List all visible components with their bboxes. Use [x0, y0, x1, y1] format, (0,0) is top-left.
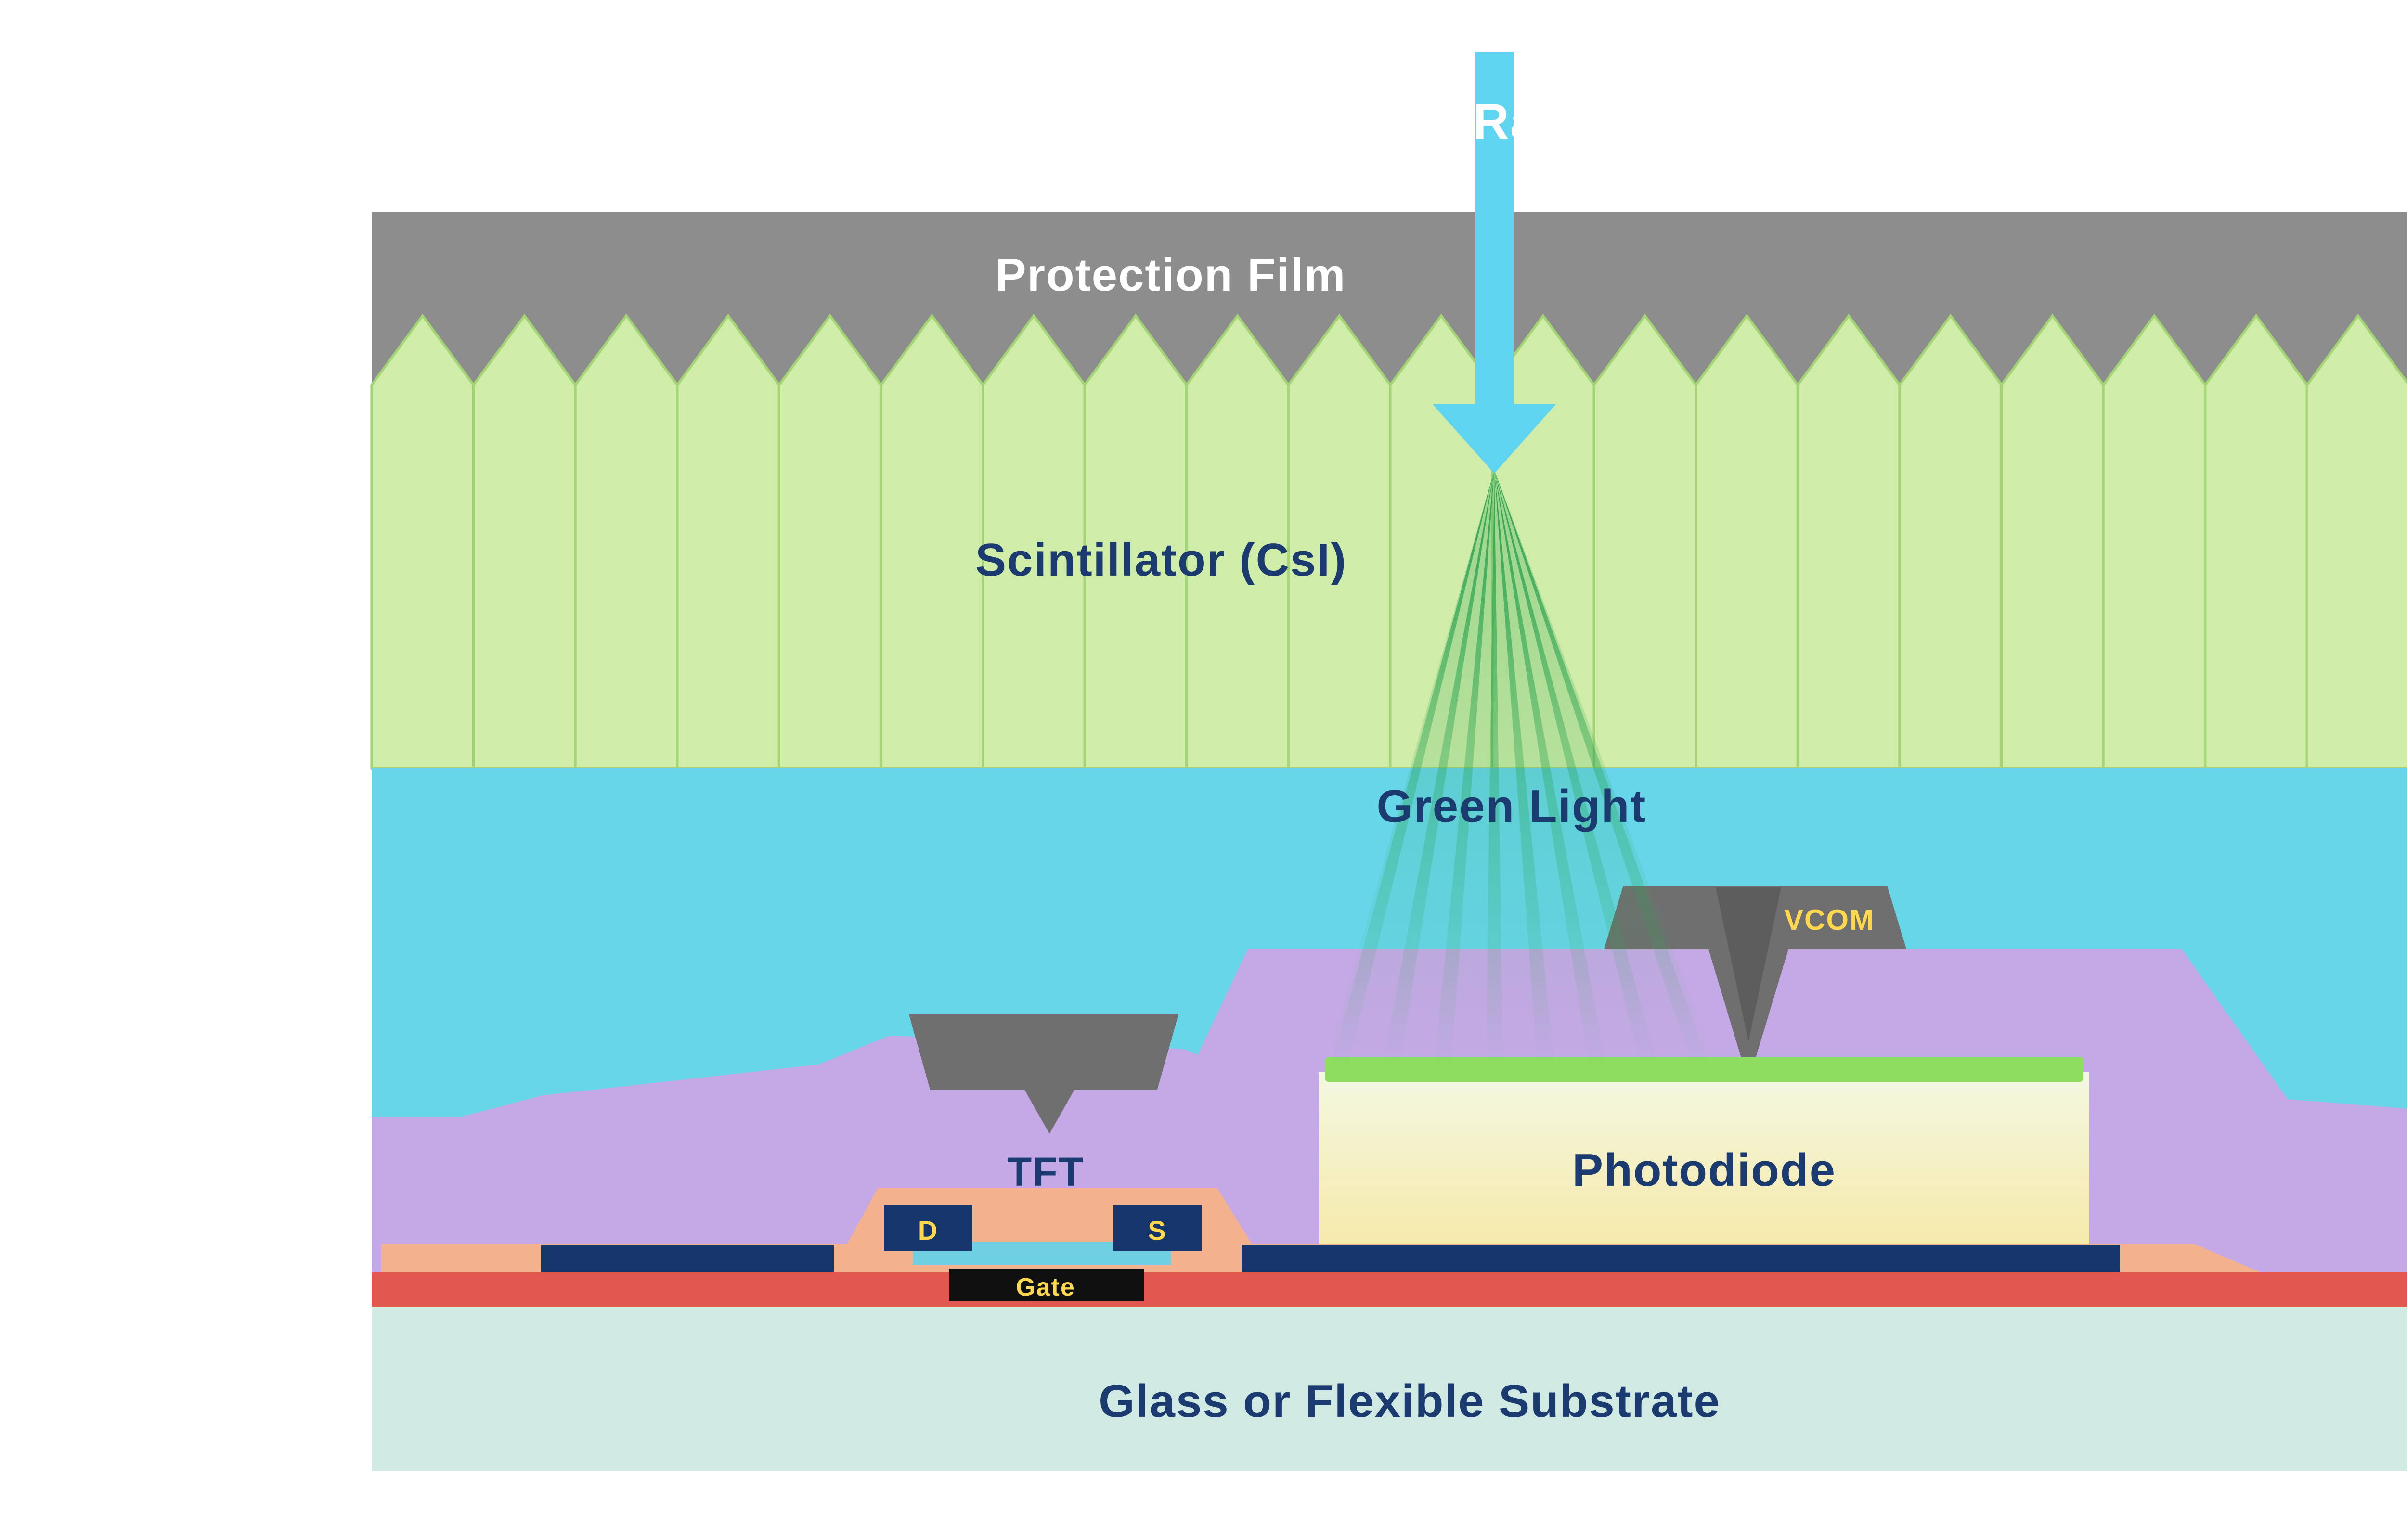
scintillator-column — [1695, 313, 1799, 770]
scintillator-column — [2204, 313, 2308, 770]
scintillator-column — [2305, 313, 2407, 770]
green-light-ray — [1434, 470, 1494, 1070]
scintillator-column — [1796, 313, 1901, 770]
scintillator-column — [1592, 313, 1697, 770]
green-light-ray — [1382, 470, 1494, 1070]
xray-arrow-shaft — [1475, 52, 1514, 404]
scintillator-column — [370, 313, 475, 770]
scintillator-column — [1898, 313, 2003, 770]
green-light-ray — [1486, 470, 1503, 1070]
scintillator-column — [2102, 313, 2207, 770]
photodiode-label: Photodiode — [1572, 1144, 1836, 1196]
green-light-ray — [1494, 470, 1555, 1070]
scintillator-column — [2000, 313, 2105, 770]
substrate-layer — [372, 1307, 2407, 1471]
green-light-ray — [1330, 470, 1494, 1070]
photodiode-body — [1319, 1072, 2089, 1249]
tft-label: TFT — [1007, 1149, 1084, 1194]
insulator-layer-red — [372, 1272, 2407, 1307]
vcom-via-groove — [1716, 887, 1781, 1041]
source-label: S — [1148, 1215, 1166, 1245]
tft-source-electrode — [1113, 1205, 1202, 1251]
green-light-ray — [1494, 470, 1607, 1070]
green-light-ray — [1494, 470, 1659, 1070]
protection-film-layer — [372, 212, 2407, 395]
scintillator-column — [676, 313, 781, 770]
tft-gate-electrode — [949, 1269, 1144, 1301]
xray-arrow-head — [1433, 404, 1556, 474]
green-light-ray — [1494, 470, 1711, 1070]
tft-drain-electrode — [884, 1205, 972, 1251]
scintillator-column — [880, 313, 984, 770]
gate-label: Gate — [1016, 1273, 1075, 1301]
scintillator-column — [472, 313, 577, 770]
metal-line-photodiode-bottom — [1242, 1245, 2120, 1274]
scintillator-layer — [370, 313, 2407, 770]
scintillator-label: Scintillator (CsI) — [975, 534, 1347, 586]
scintillator-column — [777, 313, 882, 770]
metal-line-left — [541, 1245, 834, 1274]
xray-label: X-Ray — [1421, 94, 1568, 150]
green-light-rays — [1325, 470, 1718, 1070]
left-gray-electrode — [909, 1014, 1178, 1134]
drain-label: D — [918, 1215, 938, 1245]
vcom-label: VCOM — [1784, 904, 1875, 936]
green-light-label: Green Light — [1377, 781, 1647, 832]
scintillator-column — [574, 313, 679, 770]
substrate-label: Glass or Flexible Substrate — [1099, 1375, 1721, 1427]
protection-film-label: Protection Film — [996, 249, 1346, 301]
